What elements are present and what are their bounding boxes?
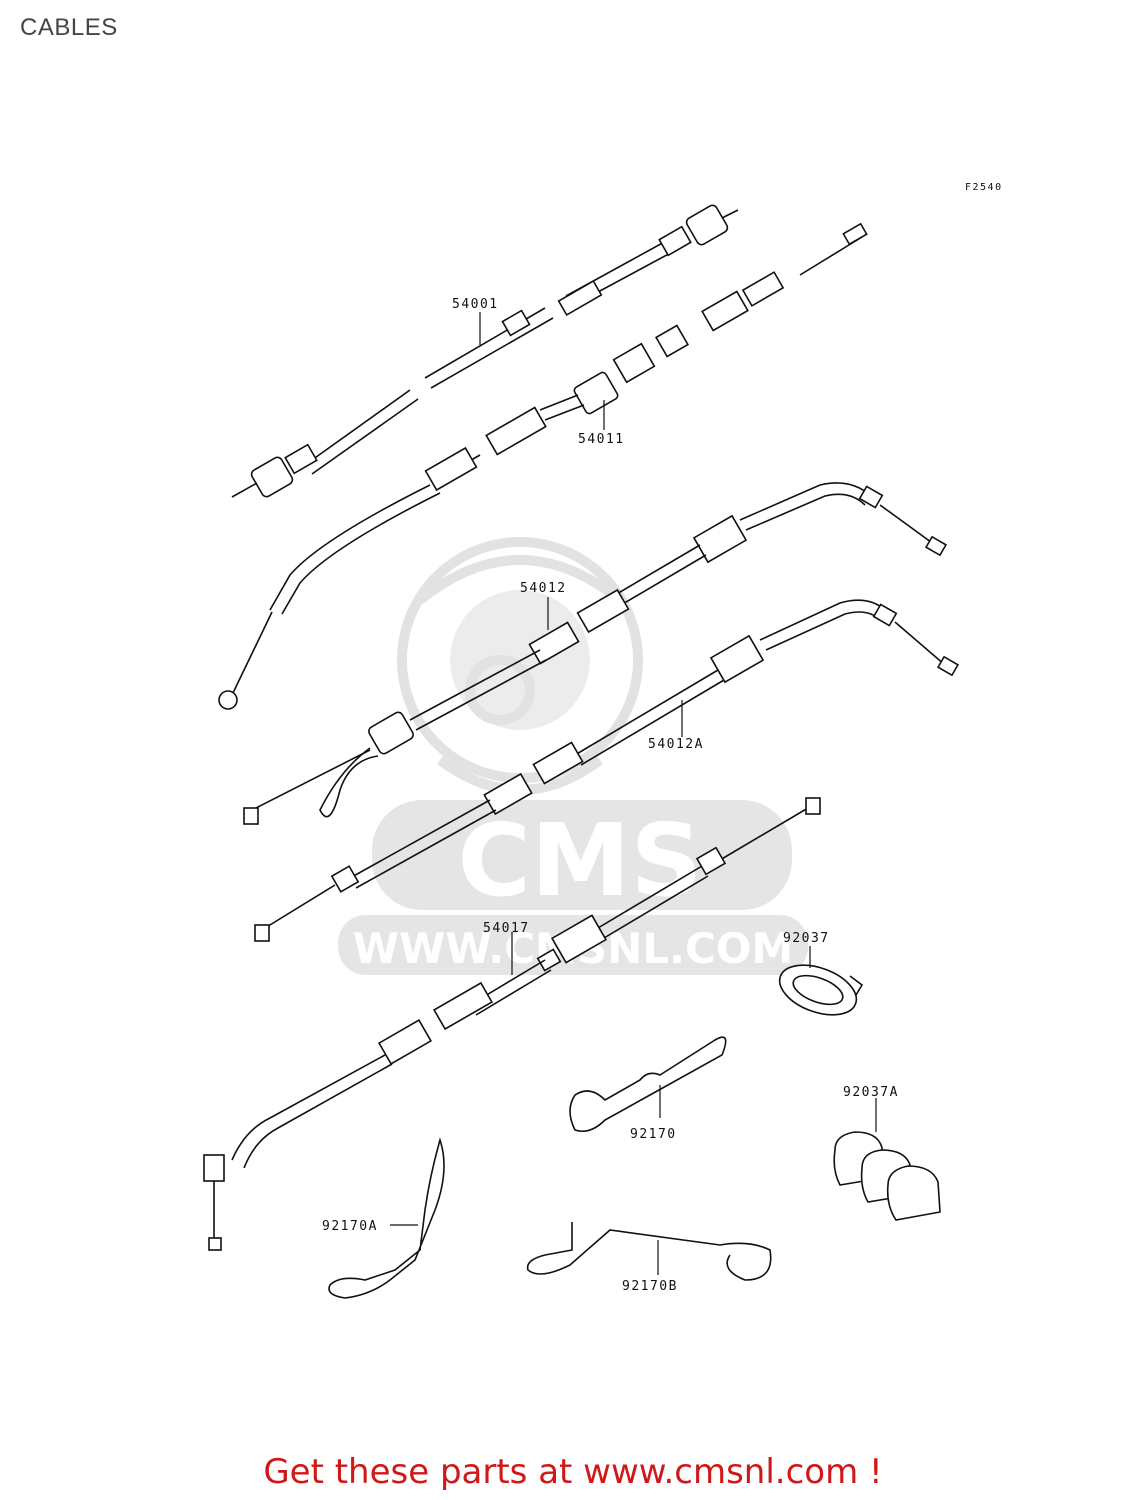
figure-ref: F2540 [965,182,1003,193]
part-speedo-cable[interactable]: 54001 [231,204,739,499]
part-clamp-long[interactable]: 92170A [322,1137,445,1299]
label-92170: 92170 [630,1127,677,1142]
label-54012: 54012 [520,581,567,596]
label-54017: 54017 [483,921,530,936]
part-throttle-cable-open[interactable]: 54012 [243,482,948,825]
part-throttle-cable-close[interactable]: 54012A [254,599,960,942]
parts-cta-link[interactable]: Get these parts at www.cmsnl.com ! [263,1452,883,1492]
part-choke-cable[interactable]: 54017 [203,797,821,1251]
part-clamp-wire[interactable]: 92170B [526,1222,772,1294]
label-54001: 54001 [452,297,499,312]
label-54012A: 54012A [648,737,704,752]
cms-watermark: CMS WWW.CMSNL.COM [338,537,808,975]
label-92170B: 92170B [622,1279,678,1294]
label-92037A: 92037A [843,1085,899,1100]
page-title: CABLES [20,14,118,41]
label-54011: 54011 [578,432,625,447]
part-cable-guide[interactable]: 92037 [773,931,864,1024]
part-clutch-cable[interactable]: 54011 [218,222,868,710]
part-cable-clamp-triple[interactable]: 92037A [833,1085,941,1221]
label-92037: 92037 [783,931,830,946]
part-clamp-bent[interactable]: 92170 [569,1036,727,1142]
watermark-brand: CMS [458,802,703,919]
label-92170A: 92170A [322,1219,378,1234]
